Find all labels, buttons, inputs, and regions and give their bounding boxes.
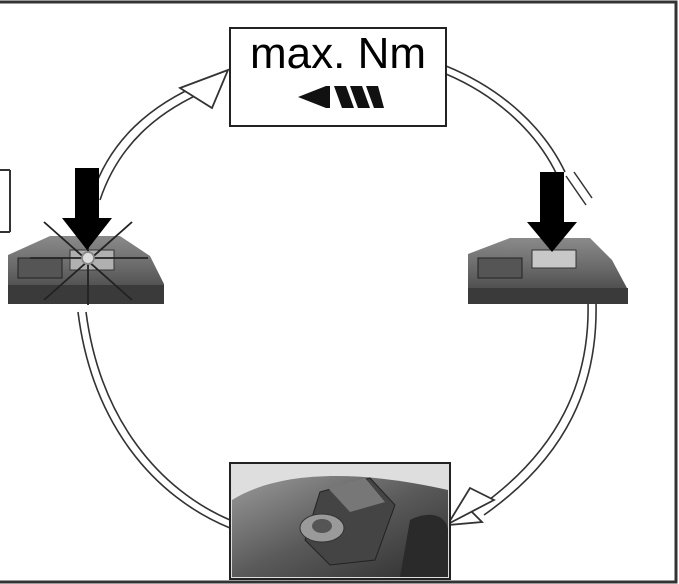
cycle-ring (77, 65, 597, 529)
motion-ticks (565, 171, 593, 206)
down-arrow-icon (62, 168, 112, 250)
tool-head-photo (229, 462, 451, 580)
mode-box: max. Nm (229, 27, 447, 127)
cycle-arrow-icon (445, 486, 496, 527)
speed-bars-indicator (298, 86, 384, 108)
button-panel-photo (468, 238, 628, 304)
button-pressed-photo (8, 236, 164, 304)
down-arrow-icon (527, 172, 577, 252)
mode-label: max. Nm (250, 29, 426, 78)
cycle-arrow-icon (177, 68, 230, 110)
